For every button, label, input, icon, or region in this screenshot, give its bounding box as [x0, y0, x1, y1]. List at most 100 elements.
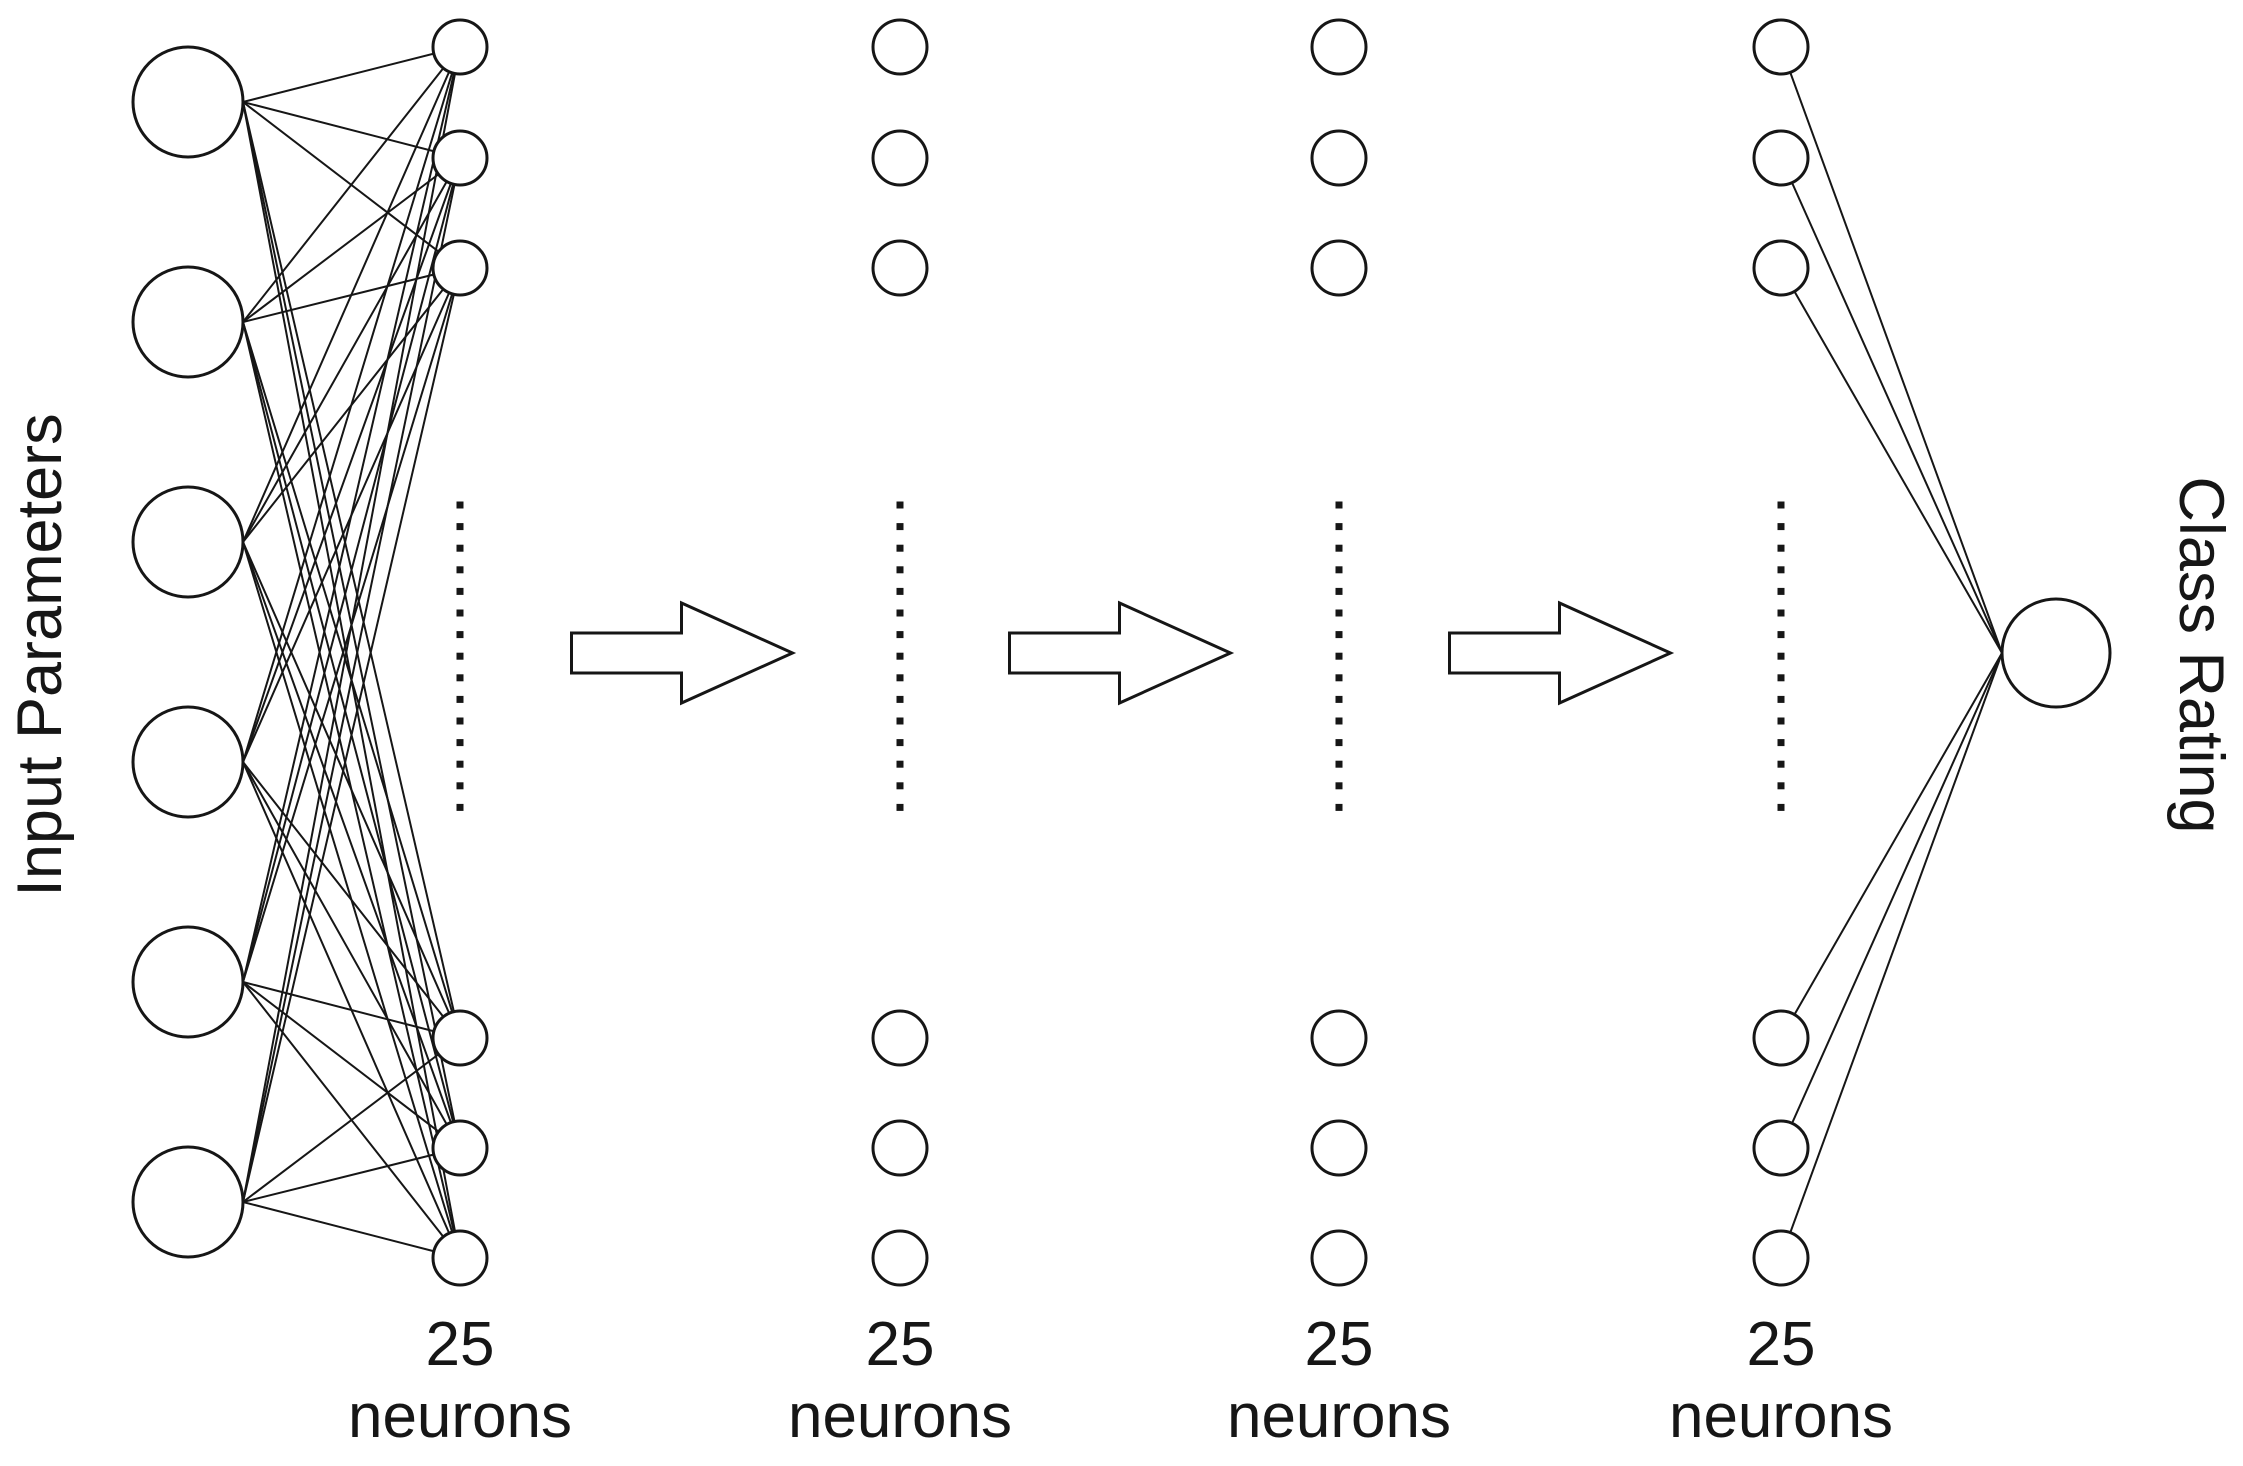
- ellipsis-dot-layer-2: [896, 674, 904, 682]
- input-parameters-label: Input Parameters: [5, 413, 75, 897]
- ellipsis-dot-layer-1: [456, 717, 464, 725]
- ellipsis-dot-layer-2: [896, 652, 904, 660]
- hidden-node-layer-2: [871, 1229, 929, 1287]
- hidden-node-layer-3: [1310, 1009, 1368, 1067]
- hidden-node-layer-4: [1752, 239, 1810, 297]
- ellipsis-dot-layer-1: [456, 631, 464, 639]
- ellipsis-dot-layer-3: [1335, 652, 1343, 660]
- ellipsis-dot-layer-2: [896, 803, 904, 811]
- edge-input-hidden1: [242, 46, 461, 103]
- edge-input-hidden1: [242, 1201, 461, 1259]
- ellipsis-dot-layer-2: [896, 523, 904, 531]
- ellipsis-dot-layer-3: [1335, 674, 1343, 682]
- ellipsis-dot-layer-1: [456, 674, 464, 682]
- ellipsis-dot-layer-4: [1777, 501, 1785, 509]
- edge-input-hidden1: [242, 157, 461, 543]
- hidden-node-layer-2: [871, 18, 929, 76]
- edge-input-hidden1: [242, 46, 461, 543]
- hidden-node-layer-1: [431, 1229, 489, 1287]
- edge-input-hidden1: [242, 761, 461, 1149]
- ellipsis-dot-layer-1: [456, 760, 464, 768]
- ellipsis-dot-layer-3: [1335, 501, 1343, 509]
- ellipsis-dot-layer-4: [1777, 587, 1785, 595]
- hidden-node-layer-1: [431, 1009, 489, 1067]
- ellipsis-dot-layer-4: [1777, 695, 1785, 703]
- flow-arrow-icon: [570, 600, 797, 706]
- ellipsis-dot-layer-1: [456, 544, 464, 552]
- hidden-node-layer-2: [871, 1009, 929, 1067]
- edge-hidden4-output: [1780, 652, 2003, 1149]
- hidden-node-layer-2: [871, 129, 929, 187]
- ellipsis-dot-layer-3: [1335, 717, 1343, 725]
- flow-arrow-icon: [1448, 600, 1675, 706]
- output-node: [2000, 597, 2112, 709]
- input-node: [131, 265, 245, 379]
- ellipsis-dot-layer-1: [456, 803, 464, 811]
- input-node: [131, 925, 245, 1039]
- layer-1-count: 25: [425, 1310, 495, 1379]
- edge-input-hidden1: [242, 46, 461, 763]
- hidden-node-layer-4: [1752, 18, 1810, 76]
- hidden-node-layer-3: [1310, 1229, 1368, 1287]
- edge-input-hidden1: [242, 267, 461, 1203]
- ellipsis-dot-layer-2: [896, 501, 904, 509]
- ellipsis-dot-layer-2: [896, 695, 904, 703]
- edge-hidden4-output: [1780, 652, 2003, 1039]
- ellipsis-dot-layer-4: [1777, 652, 1785, 660]
- edge-input-hidden1: [242, 1037, 461, 1203]
- ellipsis-dot-layer-4: [1777, 674, 1785, 682]
- input-node: [131, 705, 245, 819]
- ellipsis-dot-layer-1: [456, 501, 464, 509]
- layer-2-unit: neurons: [787, 1382, 1013, 1451]
- ellipsis-dot-layer-4: [1777, 717, 1785, 725]
- ellipsis-dot-layer-1: [456, 652, 464, 660]
- edge-input-hidden1: [242, 541, 461, 1039]
- hidden-node-layer-2: [871, 239, 929, 297]
- hidden-node-layer-2: [871, 1119, 929, 1177]
- layer-1-neuron-count-label: 25 neurons: [348, 1309, 572, 1453]
- ellipsis-dot-layer-4: [1777, 544, 1785, 552]
- input-node: [131, 45, 245, 159]
- ellipsis-dot-layer-3: [1335, 544, 1343, 552]
- ellipsis-dot-layer-4: [1777, 566, 1785, 574]
- hidden-node-layer-4: [1752, 1229, 1810, 1287]
- ellipsis-dot-layer-3: [1335, 782, 1343, 790]
- edge-hidden4-output: [1780, 157, 2003, 654]
- layer-4-unit: neurons: [1668, 1382, 1894, 1451]
- layer-3-neuron-count-label: 25 neurons: [1227, 1309, 1451, 1453]
- ellipsis-dot-layer-2: [896, 544, 904, 552]
- hidden-node-layer-3: [1310, 18, 1368, 76]
- hidden-node-layer-1: [431, 18, 489, 76]
- hidden-node-layer-1: [431, 129, 489, 187]
- input-node: [131, 485, 245, 599]
- edge-input-hidden1: [242, 157, 461, 1203]
- ellipsis-dot-layer-3: [1335, 566, 1343, 574]
- ellipsis-dot-layer-1: [456, 782, 464, 790]
- layer-3-count: 25: [1304, 1310, 1374, 1379]
- layer-4-neuron-count-label: 25 neurons: [1669, 1309, 1893, 1453]
- ellipsis-dot-layer-2: [896, 739, 904, 747]
- ellipsis-dot-layer-2: [896, 609, 904, 617]
- hidden-node-layer-3: [1310, 129, 1368, 187]
- edge-input-hidden1: [242, 46, 461, 323]
- ellipsis-dot-layer-1: [456, 695, 464, 703]
- hidden-node-layer-3: [1310, 1119, 1368, 1177]
- layer-2-neuron-count-label: 25 neurons: [788, 1309, 1012, 1453]
- ellipsis-dot-layer-3: [1335, 803, 1343, 811]
- hidden-node-layer-1: [431, 1119, 489, 1177]
- ellipsis-dot-layer-4: [1777, 523, 1785, 531]
- ellipsis-dot-layer-2: [896, 631, 904, 639]
- ellipsis-dot-layer-2: [896, 717, 904, 725]
- edge-input-hidden1: [242, 46, 461, 1203]
- edge-hidden4-output: [1780, 267, 2003, 654]
- edge-input-hidden1: [242, 157, 461, 983]
- hidden-node-layer-1: [431, 239, 489, 297]
- edge-hidden4-output: [1780, 652, 2003, 1259]
- flow-arrow-icon: [1008, 600, 1235, 706]
- ellipsis-dot-layer-1: [456, 587, 464, 595]
- hidden-node-layer-4: [1752, 1009, 1810, 1067]
- ellipsis-dot-layer-2: [896, 587, 904, 595]
- ellipsis-dot-layer-3: [1335, 760, 1343, 768]
- ellipsis-dot-layer-2: [896, 566, 904, 574]
- hidden-node-layer-3: [1310, 239, 1368, 297]
